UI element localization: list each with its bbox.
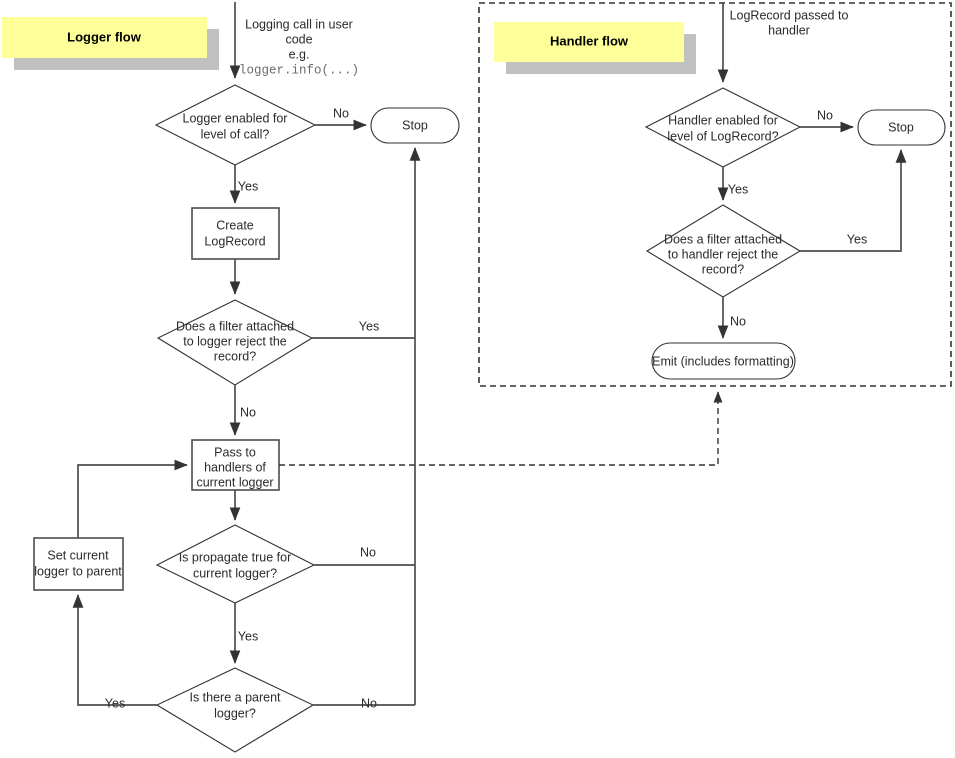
edge-label-logger-filter-yes: Yes [359,319,379,333]
node-parent-logger-line2: logger? [214,706,256,720]
logger-entry-caption-line2: code [285,32,312,46]
logger-entry-caption-line1: Logging call in user [245,17,353,31]
edge-set-parent-to-pass [77,459,188,538]
node-create-logrecord-line2: LogRecord [204,234,265,248]
logger-flow-banner [2,17,207,58]
node-propagate-line1: Is propagate true for [179,550,292,564]
node-set-parent-line1: Set current [47,548,109,562]
edge-label-handler-filter-no: No [730,314,746,328]
node-parent-logger-line1: Is there a parent [189,690,281,704]
node-logger-stop [370,107,460,144]
node-handler-enabled-line1: Handler enabled for [668,113,778,127]
node-set-parent-line2: logger to parent [34,564,122,578]
logger-entry-caption-code: logger.info(...) [239,63,359,77]
node-handler-enabled-line2: level of LogRecord? [667,129,778,143]
node-logger-stop-label: Stop [402,118,428,132]
edge-label-propagate-no: No [360,545,376,559]
node-pass-to-handlers-line3: current logger [196,475,273,489]
edge-label-logger-filter-no: No [240,405,256,419]
logger-entry-caption-line3: e.g. [289,47,310,61]
edge-label-logger-enabled-yes: Yes [238,179,258,193]
handler-entry-caption-line1: LogRecord passed to [730,8,849,22]
node-logger-filter-line2: to logger reject the [183,334,287,348]
node-logger-enabled-line2: level of call? [201,127,270,141]
edge-label-handler-enabled-no: No [817,108,833,122]
node-logger-filter-line1: Does a filter attached [176,319,294,333]
node-logger-enabled-line1: Logger enabled for [183,111,288,125]
node-emit-label: Emit (includes formatting) [652,354,794,368]
handler-flow-container [478,2,952,387]
edge-label-handler-filter-yes: Yes [847,232,867,246]
node-parent-logger [155,667,315,753]
handler-flow-banner-label: Handler flow [550,33,629,48]
node-pass-to-handlers-line1: Pass to [214,445,256,459]
edge-pass-to-handler-flow [279,391,723,466]
edge-handler-filter-yes [800,149,907,252]
node-create-logrecord-line1: Create [216,218,254,232]
handler-entry-caption-line2: handler [768,23,810,37]
edge-label-logger-enabled-no: No [333,106,349,120]
logger-flow-banner-label: Logger flow [67,29,142,44]
edge-label-parent-logger-yes: Yes [105,696,125,710]
edge-label-propagate-yes: Yes [238,629,258,643]
node-handler-filter-line1: Does a filter attached [664,232,782,246]
node-handler-filter-line2: to handler reject the [668,247,779,261]
node-pass-to-handlers-line2: handlers of [204,460,266,474]
node-handler-stop [857,109,946,146]
edge-label-parent-logger-no: No [361,696,377,710]
edge-parent-logger-yes [72,594,157,706]
edge-label-handler-enabled-yes: Yes [728,182,748,196]
node-create-logrecord [191,207,280,260]
node-emit [651,342,796,380]
node-handler-filter-line3: record? [702,262,744,276]
node-propagate-line2: current logger? [193,566,277,580]
node-handler-stop-label: Stop [888,120,914,134]
node-handler-enabled [644,87,802,168]
handler-flow-banner [494,22,684,62]
node-logger-filter-line3: record? [214,349,256,363]
